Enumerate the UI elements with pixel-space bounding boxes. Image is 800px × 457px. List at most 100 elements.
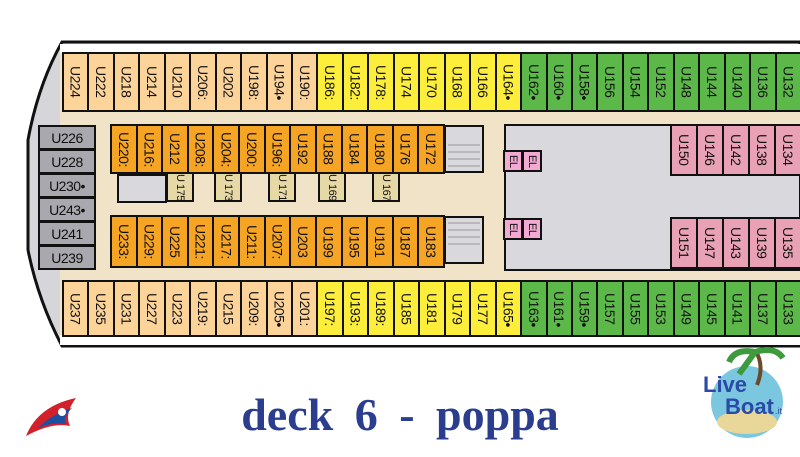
cabin: U176 <box>391 124 420 174</box>
cabin: U 171 <box>268 172 296 202</box>
cabin-label: U201: <box>296 291 313 326</box>
cabin-label: U231 <box>118 292 135 325</box>
cabin-label: U194• <box>271 64 288 100</box>
cabin-label: U149 <box>678 292 695 325</box>
cabin: U155 <box>621 280 650 337</box>
cabin-label: U161• <box>551 290 568 327</box>
cabin-label: U230• <box>49 177 85 194</box>
cabin-label: U216: <box>141 131 158 167</box>
cabin: U182: <box>341 52 370 112</box>
cabin-label: U215 <box>220 292 237 325</box>
cabin: U198: <box>240 52 268 112</box>
cabin-label: U 169 <box>326 173 338 201</box>
cabin-label: U226 <box>51 129 83 146</box>
cabin: U147 <box>696 217 724 269</box>
cabin-label: U200: <box>243 131 260 167</box>
cabin-label: U219: <box>194 291 211 326</box>
cabin: U212 <box>161 124 189 174</box>
cabin-label: U184 <box>346 133 363 165</box>
cabin: U228 <box>38 149 96 174</box>
cabin-label: U157 <box>602 292 619 325</box>
cabin-label: U233: <box>115 224 132 259</box>
liveboat-logo: Live Boat .it <box>703 347 786 438</box>
cabin-label: U180 <box>371 133 388 165</box>
cabin-label: U178: <box>373 64 390 100</box>
cabin: U218 <box>112 52 141 112</box>
cabin: U168 <box>443 52 472 112</box>
cabin-label: U 175 <box>174 173 186 201</box>
cabin: U179 <box>443 280 472 337</box>
cabin-label: U188 <box>320 133 337 165</box>
cabin-label: EL <box>507 154 519 168</box>
cabin: U181 <box>418 280 446 337</box>
cabin-label: U136 <box>754 66 771 98</box>
svg-text:.it: .it <box>775 406 783 416</box>
cabin: U192 <box>289 124 317 174</box>
cabin: U180 <box>366 124 394 174</box>
cabin-label: U237 <box>67 292 84 325</box>
cabin-label: U 167 <box>380 173 392 201</box>
cabin-label: U206: <box>194 64 211 100</box>
cabin: U164• <box>494 52 523 112</box>
cabin-label: U135 <box>780 227 796 259</box>
cabin-label: U133 <box>780 292 797 325</box>
cabin: U193: <box>341 280 370 337</box>
cabin-label: U221: <box>192 224 209 259</box>
cabin: U162• <box>520 52 548 112</box>
cabin: U202 <box>214 52 243 112</box>
cabin: U211: <box>238 215 266 268</box>
svg-text:Live: Live <box>703 372 747 397</box>
cabin-label: U179 <box>449 292 466 325</box>
cabin-label: U214 <box>144 66 161 98</box>
cabin: U208: <box>186 124 215 174</box>
cabin: U144 <box>698 52 726 112</box>
cabin: U135 <box>774 217 800 269</box>
cabin: U226 <box>38 125 96 150</box>
cabin: U 175 <box>166 172 194 202</box>
cabin: U174 <box>392 52 421 112</box>
cabin: U222 <box>87 52 115 112</box>
cabin-label: EL <box>526 154 538 168</box>
cabin-label: U196: <box>269 131 286 167</box>
cabin-label: U218 <box>118 66 135 98</box>
cabin-label: U187 <box>397 225 414 258</box>
cabin-label: U158• <box>576 64 593 100</box>
cabin-label: U227 <box>144 292 161 325</box>
cabin-label: U145 <box>703 292 720 325</box>
cabin: U233: <box>110 215 138 268</box>
cabin-label: U204: <box>218 131 235 167</box>
cabin: U137 <box>749 280 777 337</box>
cabin-label: EL <box>526 222 538 236</box>
cabin: U143 <box>722 217 750 269</box>
cabin-label: U151 <box>676 227 692 259</box>
cabin-label: U154 <box>627 66 644 98</box>
cabin: U153 <box>647 280 675 337</box>
cabin-label: U147 <box>702 227 718 259</box>
cabin-label: U198: <box>245 64 262 100</box>
cabin-label: U208: <box>192 131 209 167</box>
cabin: U163• <box>520 280 548 337</box>
cabin: U149 <box>672 280 701 337</box>
cabin-label: U181 <box>423 292 440 325</box>
cabin: U165• <box>494 280 523 337</box>
cabin: U136 <box>749 52 777 112</box>
cabin-label: U162• <box>525 64 542 100</box>
cabin-label: U153 <box>653 292 670 325</box>
cabin: U215 <box>214 280 243 337</box>
cabin-label: U183 <box>423 225 440 258</box>
cabin: U177 <box>469 280 497 337</box>
cabin: U161• <box>545 280 573 337</box>
cabin: U185 <box>392 280 421 337</box>
cabin: U188 <box>314 124 343 174</box>
cabin-label: U205• <box>271 290 288 327</box>
cabin-label: U235 <box>93 292 110 325</box>
cabin: U170 <box>418 52 446 112</box>
cabin: U214 <box>138 52 166 112</box>
cabin: U166 <box>469 52 497 112</box>
cabin: U221: <box>186 215 215 268</box>
cabin: EL <box>522 218 542 240</box>
cabin-label: U165• <box>500 290 517 327</box>
cabin-label: U148 <box>678 66 695 98</box>
cabin: U204: <box>212 124 241 174</box>
